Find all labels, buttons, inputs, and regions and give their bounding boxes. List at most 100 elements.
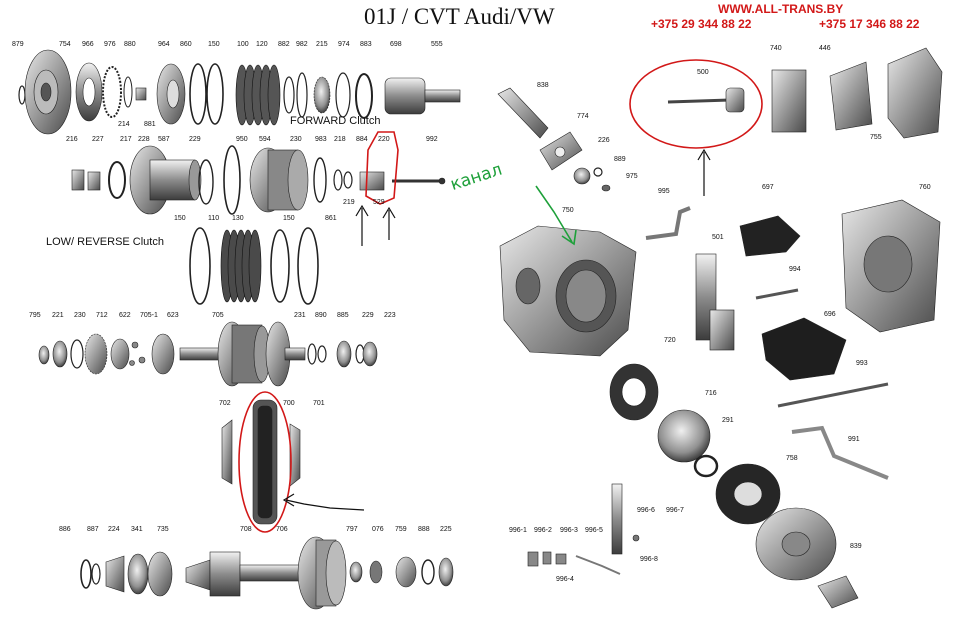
part-number: 150 <box>283 215 295 222</box>
part-number: 884 <box>356 136 368 143</box>
phone-number-2[interactable]: +375 17 346 88 22 <box>819 17 920 31</box>
part-number: 890 <box>315 312 327 319</box>
part-number: 994 <box>789 266 801 273</box>
row6-parts <box>80 536 454 610</box>
center-parts <box>497 87 735 575</box>
part-number: 224 <box>108 526 120 533</box>
part-number: 341 <box>131 526 143 533</box>
part-number: 230 <box>290 136 302 143</box>
part-number: 750 <box>562 207 574 214</box>
part-number: 229 <box>189 136 201 143</box>
part-number: 716 <box>705 390 717 397</box>
part-number: 740 <box>770 45 782 52</box>
part-number: 225 <box>440 526 452 533</box>
part-number: 701 <box>313 400 325 407</box>
row5-parts <box>221 399 301 525</box>
part-number: 755 <box>870 134 882 141</box>
part-number: 219 <box>343 199 355 206</box>
row2-parts <box>71 145 446 215</box>
part-number: 150 <box>174 215 186 222</box>
part-number: 974 <box>338 41 350 48</box>
part-number: 889 <box>614 156 626 163</box>
right-parts <box>667 47 943 609</box>
part-number: 216 <box>66 136 78 143</box>
part-number: 706 <box>276 526 288 533</box>
part-number: 705-1 <box>140 312 158 319</box>
part-number: 887 <box>87 526 99 533</box>
part-number: 881 <box>144 121 156 128</box>
part-number: 130 <box>232 215 244 222</box>
part-number: 623 <box>167 312 179 319</box>
part-number: 720 <box>664 337 676 344</box>
part-number: 838 <box>537 82 549 89</box>
part-number: 076 <box>372 526 384 533</box>
part-number: 996-4 <box>556 576 574 583</box>
part-number: 993 <box>856 360 868 367</box>
part-number: 120 <box>256 41 268 48</box>
part-number: 501 <box>712 234 724 241</box>
part-number: 880 <box>124 41 136 48</box>
part-number: 697 <box>762 184 774 191</box>
part-number: 529 <box>373 199 385 206</box>
part-number: 982 <box>296 41 308 48</box>
part-number: 888 <box>418 526 430 533</box>
part-number: 758 <box>786 455 798 462</box>
part-number: 983 <box>315 136 327 143</box>
green-arrow <box>535 185 577 246</box>
part-number: 735 <box>157 526 169 533</box>
part-number: 150 <box>208 41 220 48</box>
part-number: 991 <box>848 436 860 443</box>
part-number: 996-1 <box>509 527 527 534</box>
part-number: 996-3 <box>560 527 578 534</box>
part-number: 996-6 <box>637 507 655 514</box>
part-number: 975 <box>626 173 638 180</box>
row4-parts <box>38 321 378 387</box>
low-reverse-clutch-label: LOW/ REVERSE Clutch <box>46 236 164 248</box>
part-number: 446 <box>819 45 831 52</box>
page-title: 01J / CVT Audi/VW <box>364 4 555 29</box>
part-number: 996-5 <box>585 527 603 534</box>
part-number: 885 <box>337 312 349 319</box>
black-arrows <box>282 148 711 511</box>
part-number: 759 <box>395 526 407 533</box>
part-number: 696 <box>824 311 836 318</box>
part-number: 226 <box>598 137 610 144</box>
part-number: 214 <box>118 121 130 128</box>
part-number: 882 <box>278 41 290 48</box>
part-number: 698 <box>390 41 402 48</box>
part-number: 797 <box>346 526 358 533</box>
part-number: 966 <box>82 41 94 48</box>
part-number: 879 <box>12 41 24 48</box>
part-number: 754 <box>59 41 71 48</box>
part-number: 231 <box>294 312 306 319</box>
part-number: 708 <box>240 526 252 533</box>
red-markings <box>238 59 763 533</box>
part-number: 886 <box>59 526 71 533</box>
part-number: 587 <box>158 136 170 143</box>
part-number: 110 <box>208 215 220 222</box>
part-number: 622 <box>119 312 131 319</box>
row1-parts <box>18 49 461 135</box>
part-number: 230 <box>74 312 86 319</box>
part-number: 860 <box>180 41 192 48</box>
part-number: 964 <box>158 41 170 48</box>
part-number: 228 <box>138 136 150 143</box>
part-number: 221 <box>52 312 64 319</box>
part-number: 555 <box>431 41 443 48</box>
part-number: 705 <box>212 312 224 319</box>
part-number: 227 <box>92 136 104 143</box>
part-number: 795 <box>29 312 41 319</box>
phone-number-1[interactable]: +375 29 344 88 22 <box>651 17 752 31</box>
part-number: 217 <box>120 136 132 143</box>
part-number: 218 <box>334 136 346 143</box>
part-number: 215 <box>316 41 328 48</box>
part-number: 996-2 <box>534 527 552 534</box>
part-number: 774 <box>577 113 589 120</box>
part-number: 996-8 <box>640 556 658 563</box>
part-number: 760 <box>919 184 931 191</box>
part-number: 992 <box>426 136 438 143</box>
part-number: 500 <box>697 69 709 76</box>
site-url[interactable]: WWW.ALL-TRANS.BY <box>718 2 844 16</box>
part-number: 223 <box>384 312 396 319</box>
